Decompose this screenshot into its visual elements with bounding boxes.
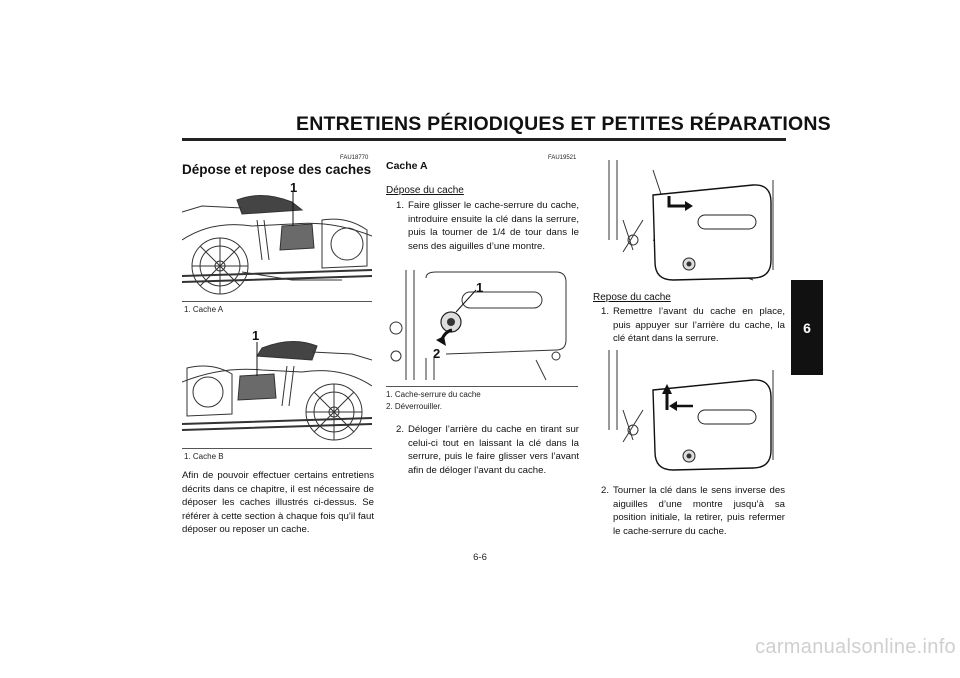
removal-step-1: 1. Faire glisser le cache-serrure du cac… (396, 199, 579, 253)
callout-1: 1 (290, 180, 298, 195)
removal-step-2: 2. Déloger l’arrière du cache en tirant … (396, 423, 579, 477)
figure-cache-a: 1 (182, 180, 372, 300)
caption-cache-a: 1. Cache A (184, 305, 224, 314)
left-section-code: FAU18770 (340, 155, 369, 161)
callout-2: 2 (433, 346, 441, 361)
step-text: Remettre l’avant du cache en place, puis… (613, 306, 785, 345)
cover-removal-illustration (608, 160, 774, 281)
motorcycle-left-side-illustration (182, 341, 372, 441)
caption-rule (182, 301, 372, 302)
step-number: 2. (396, 424, 405, 435)
caption-unlock: 2. Déverrouiller. (386, 402, 443, 411)
step-number: 1. (396, 200, 405, 211)
step-number: 2. (601, 485, 610, 496)
chapter-tab-number: 6 (803, 319, 811, 336)
caption-cache-b: 1. Cache B (184, 452, 224, 461)
chapter-tab: 6 (791, 280, 823, 375)
lock-cover-illustration (389, 270, 567, 381)
step-text: Déloger l’arrière du cache en tirant sur… (408, 424, 579, 476)
caption-rule (182, 448, 372, 449)
figure-installation-arrow (593, 350, 785, 475)
watermark-text: carmanualsonline.info (755, 636, 956, 658)
figure-cache-b: 1 (182, 326, 372, 446)
header-rule (182, 138, 786, 141)
page-header-title: ENTRETIENS PÉRIODIQUES ET PETITES RÉPARA… (296, 113, 831, 135)
left-body-paragraph: Afin de pouvoir effectuer certains entre… (182, 470, 374, 536)
page-number: 6-6 (473, 552, 487, 563)
middle-section-code: FAU19521 (548, 155, 577, 161)
step-text: Faire glisser le cache-serrure du cache,… (408, 200, 579, 252)
caption-rule (386, 386, 578, 387)
step-number: 1. (601, 306, 610, 317)
step-text: Tourner la clé dans le sens inverse des … (613, 485, 785, 537)
installation-step-2: 2. Tourner la clé dans le sens inverse d… (601, 484, 785, 538)
caption-lock-cover: 1. Cache-serrure du cache (386, 390, 481, 399)
installation-step-1: 1. Remettre l’avant du cache en place, p… (601, 305, 785, 346)
callout-1: 1 (252, 328, 260, 343)
callout-1: 1 (476, 280, 484, 295)
motorcycle-right-side-illustration (182, 192, 372, 295)
left-section-heading: Dépose et repose des caches (182, 162, 372, 177)
figure-removal-arrow (593, 160, 785, 285)
installation-subheading: Repose du cache (593, 292, 671, 303)
figure-lock-cover: 1 2 (386, 270, 578, 385)
removal-subheading: Dépose du cache (386, 185, 464, 196)
cover-installation-illustration (608, 350, 774, 471)
middle-section-heading: Cache A (386, 160, 428, 172)
